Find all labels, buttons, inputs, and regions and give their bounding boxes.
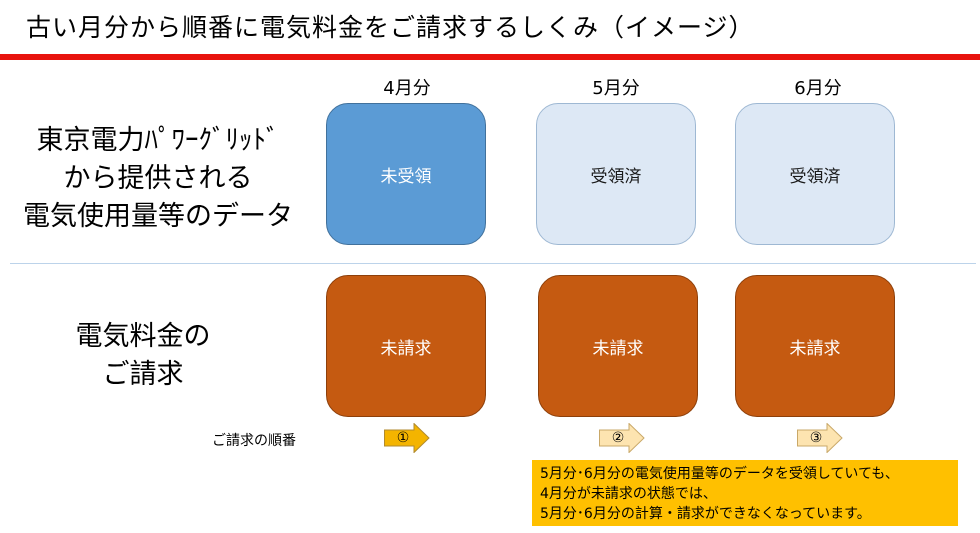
order-arrow-3: ③ — [797, 423, 843, 453]
note-line: 5月分･6月分の計算・請求ができなくなっています。 — [540, 506, 871, 522]
order-arrow-1: ① — [384, 423, 430, 453]
row-label-data-line: から提供される — [63, 163, 253, 194]
note-line: 4月分が未請求の状態では、 — [540, 486, 717, 502]
row-label-data-line: 電気使用量等のデータ — [23, 201, 293, 232]
title-underline — [0, 54, 980, 60]
billing-box-6-month: 未請求 — [735, 275, 895, 417]
row-label-data-line: 東京電力ﾊﾟﾜｰｸﾞﾘｯﾄﾞ — [36, 125, 280, 156]
data-box-5-month: 受領済 — [536, 103, 696, 245]
billing-box-5-month: 未請求 — [538, 275, 698, 417]
right-arrow-icon — [797, 423, 843, 453]
right-arrow-icon — [599, 423, 645, 453]
row-label-billing: 電気料金の ご請求 — [58, 318, 228, 394]
order-step-number: ③ — [809, 430, 823, 446]
order-arrow-2: ② — [599, 423, 645, 453]
order-label: ご請求の順番 — [212, 433, 296, 449]
month-label-5: 5月分 — [592, 78, 640, 99]
row-label-data: 東京電力ﾊﾟﾜｰｸﾞﾘｯﾄﾞ から提供される 電気使用量等のデータ — [18, 122, 298, 236]
section-divider — [10, 263, 976, 264]
data-box-4-month: 未受領 — [326, 103, 486, 245]
data-box-6-month: 受領済 — [735, 103, 895, 245]
right-arrow-icon — [384, 423, 430, 453]
order-step-number: ② — [611, 430, 625, 446]
note-box: 5月分･6月分の電気使用量等のデータを受領していても、 4月分が未請求の状態では… — [532, 460, 958, 526]
note-line: 5月分･6月分の電気使用量等のデータを受領していても、 — [540, 466, 899, 482]
row-label-billing-line: ご請求 — [102, 359, 184, 390]
month-label-4: 4月分 — [383, 78, 431, 99]
order-step-number: ① — [396, 430, 410, 446]
billing-box-4-month: 未請求 — [326, 275, 486, 417]
row-label-billing-line: 電気料金の — [75, 321, 211, 352]
page-title: 古い月分から順番に電気料金をご請求するしくみ（イメージ） — [26, 13, 755, 42]
month-label-6: 6月分 — [794, 78, 842, 99]
